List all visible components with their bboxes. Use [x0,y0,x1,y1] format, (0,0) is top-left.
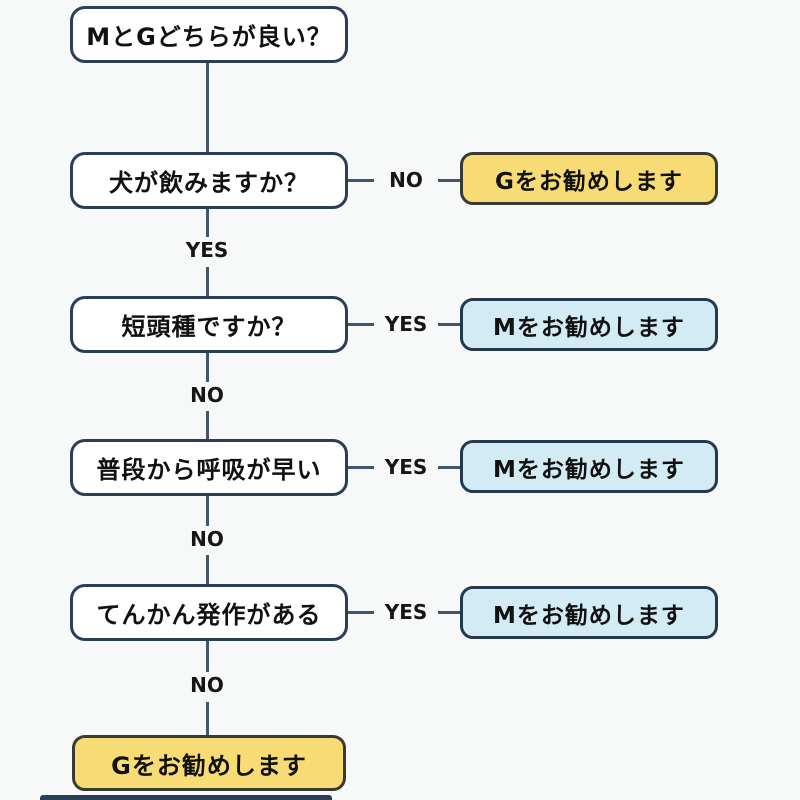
question-node: 短頭種ですか？ [70,296,348,353]
branch-label-yes: YES [384,312,428,336]
end-result-node-yellow: Gをお勧めします [72,735,346,791]
connector-horizontal [438,611,460,614]
branch-label-no: NO [190,527,224,551]
connector-vertical [206,702,209,735]
connector-vertical [206,496,209,526]
branch-label-yes: YES [185,238,229,262]
result-node-yellow: Gをお勧めします [460,152,718,205]
cropped-box-edge [40,795,332,800]
connector-horizontal [348,611,374,614]
branch-label-no: NO [190,383,224,407]
connector-horizontal [348,466,374,469]
connector-vertical [206,555,209,584]
connector-horizontal [348,323,374,326]
connector-vertical [206,641,209,672]
connector-horizontal [438,466,460,469]
question-node: 普段から呼吸が早い [70,439,348,496]
branch-label-no: NO [389,168,423,192]
connector-horizontal [438,323,460,326]
branch-label-yes: YES [384,600,428,624]
connector-vertical [206,63,209,152]
question-node: てんかん発作がある [70,584,348,641]
connector-vertical [206,411,209,439]
connector-vertical [206,209,209,237]
branch-label-yes: YES [384,455,428,479]
connector-vertical [206,353,209,382]
connector-vertical [206,267,209,296]
result-node-blue: Mをお勧めします [460,586,718,639]
connector-horizontal [438,179,460,182]
question-node: 犬が飲みますか？ [70,152,348,209]
start-question-node: MとGどちらが良い？ [70,6,348,63]
connector-horizontal [348,179,374,182]
result-node-blue: Mをお勧めします [460,440,718,493]
branch-label-no: NO [190,673,224,697]
result-node-blue: Mをお勧めします [460,298,718,351]
